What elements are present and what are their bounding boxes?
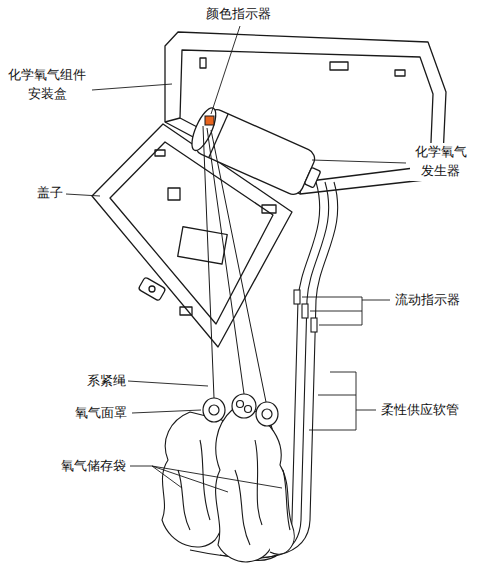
oxygen-masks bbox=[237, 401, 244, 408]
reservoir-bags bbox=[235, 440, 262, 545]
leader-lines bbox=[66, 194, 100, 196]
lid bbox=[138, 277, 166, 301]
oxygen-masks bbox=[262, 409, 272, 419]
lanyards bbox=[211, 130, 266, 402]
leader-lines bbox=[132, 410, 201, 413]
mounting-box bbox=[330, 62, 348, 70]
leader-lines bbox=[66, 26, 406, 492]
part-label: 系紧绳 bbox=[86, 372, 127, 391]
oxygen-generator bbox=[192, 106, 317, 197]
oxygen-generator bbox=[304, 167, 320, 188]
lid bbox=[178, 227, 228, 264]
reservoir-bags bbox=[178, 440, 210, 530]
mounting-box bbox=[200, 58, 206, 68]
part-label: 化学氧气 发生器 bbox=[410, 143, 472, 181]
oxygen-masks bbox=[203, 394, 278, 426]
part-label: 颜色指示器 bbox=[205, 5, 272, 24]
flow-indicators bbox=[294, 290, 300, 304]
part-label: 氧气面罩 bbox=[74, 404, 128, 423]
part-label: 柔性供应软管 bbox=[380, 401, 460, 420]
lanyards bbox=[203, 126, 266, 402]
leader-lines bbox=[211, 26, 240, 114]
oxygen-masks bbox=[232, 394, 256, 418]
lid bbox=[262, 205, 276, 213]
part-label: 盖子 bbox=[36, 184, 64, 203]
leader-lines bbox=[309, 372, 376, 430]
oxygen-masks bbox=[203, 398, 225, 422]
part-label: 氧气储存袋 bbox=[60, 457, 127, 476]
flow-indicators bbox=[302, 304, 308, 318]
color-indicator bbox=[205, 116, 214, 125]
leader-lines bbox=[302, 297, 390, 325]
oxygen-generator bbox=[187, 104, 327, 202]
lid bbox=[180, 307, 192, 315]
leader-lines bbox=[130, 466, 282, 492]
reservoir-bags bbox=[162, 410, 294, 562]
lanyards bbox=[207, 128, 244, 394]
leader-lines bbox=[128, 381, 208, 386]
lid bbox=[155, 150, 165, 156]
lid bbox=[149, 286, 155, 292]
lid bbox=[168, 188, 180, 200]
oxygen-masks bbox=[245, 406, 252, 413]
mounting-box bbox=[395, 70, 405, 76]
reservoir-bags bbox=[262, 418, 294, 554]
oxygen-masks bbox=[256, 402, 278, 426]
leader-lines bbox=[312, 160, 406, 163]
leader-lines bbox=[92, 84, 172, 90]
reservoir-bags bbox=[283, 470, 290, 530]
part-label: 化学氧气组件 安装盒 bbox=[4, 66, 91, 104]
flow-indicators bbox=[311, 318, 317, 332]
oxygen-masks bbox=[209, 405, 219, 415]
part-label: 流动指示器 bbox=[394, 291, 461, 310]
